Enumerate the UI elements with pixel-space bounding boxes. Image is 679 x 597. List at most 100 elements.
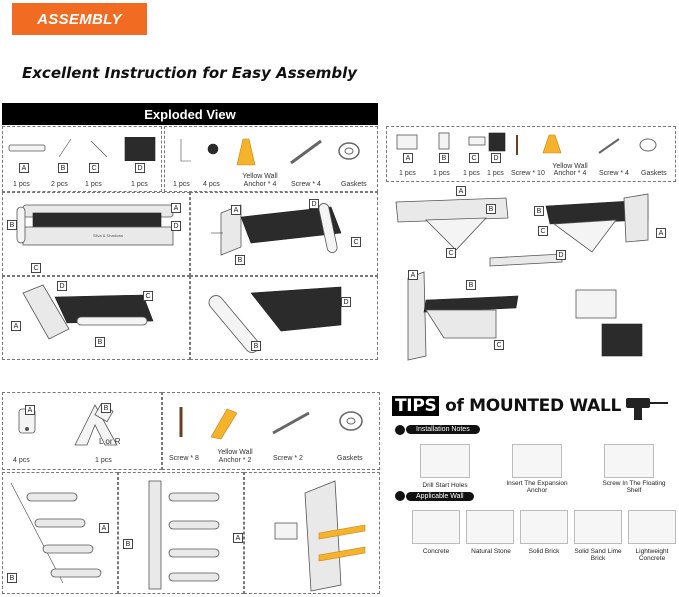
bracket-hardware-illustration — [179, 407, 363, 440]
applicable-wall-pill: Applicable Wall — [406, 492, 474, 501]
hex-key-qty: 1 pcs — [173, 181, 190, 188]
bracket-screw2: Screw * 2 — [273, 455, 303, 462]
right-qty-c: 1 pcs — [463, 170, 480, 177]
callout-c-3: C — [143, 291, 153, 301]
hardware-panel: 1 pcs 4 pcs Yellow Wall Anchor * 4 Screw… — [164, 126, 378, 192]
gaskets-label: Gaskets — [341, 181, 367, 188]
bracket-diagram-1: A B — [2, 472, 118, 594]
right-letter-c: C — [469, 153, 479, 163]
wall-lightweight-tile — [628, 510, 676, 544]
diagram-step-4: B D — [190, 276, 378, 360]
bracket-qty-a: 4 pcs — [13, 457, 30, 464]
wall-sandlime-label: Solid Sand Lime Brick — [574, 548, 622, 562]
callout-c: C — [31, 263, 41, 273]
wall-lightweight-label: Lightweight Concrete — [635, 548, 669, 562]
wall-concrete-tile — [412, 510, 460, 544]
right-letter-a: A — [403, 153, 413, 163]
bracket-diagram-2: B A — [118, 472, 244, 594]
step-drill-label: Drill Start Holes — [422, 482, 468, 489]
brand-mark: Silva & Shadows — [93, 233, 123, 238]
step-screw-label: Screw In The Floating Shelf — [602, 480, 666, 494]
bracket-diagram-3 — [244, 472, 380, 594]
diagram-step-2: A D C B — [190, 192, 378, 276]
wall-stone-label: Natural Stone — [471, 548, 511, 555]
right-callout-b-2: B — [534, 206, 544, 216]
tips-title: TIPS of MOUNTED WALL — [392, 396, 621, 416]
wall-rail-illustration — [148, 480, 220, 590]
stair-shelf-illustration — [10, 482, 102, 584]
right-callout-d-2: D — [556, 250, 566, 260]
wrench-icon — [395, 425, 405, 435]
right-gaskets: Gaskets — [641, 170, 667, 177]
wall-icon — [395, 491, 405, 501]
tips-title-rest: of MOUNTED WALL — [445, 396, 622, 416]
bracket-illustration — [18, 403, 118, 446]
right-callout-a-2: A — [656, 228, 666, 238]
parts-list-panel: A B C D 1 pcs 2 pcs 1 pcs 1 pcs — [2, 126, 162, 192]
bracket-letter-b: B — [101, 403, 111, 413]
bracket-hardware-panel: Screw * 8 Yellow Wall Anchor * 2 Screw *… — [162, 392, 380, 470]
wall-brick-label: Solid Brick — [528, 548, 560, 555]
right-parts-panel: A B C D 1 pcs 1 pcs 1 pcs 1 pcs Screw * … — [386, 126, 676, 182]
step-drill-tile — [420, 444, 470, 478]
part-letter-b: B — [58, 163, 68, 173]
callout-d-2: D — [309, 199, 319, 209]
installation-notes-pill: Installation Notes — [406, 425, 480, 434]
right-callout-c-3: C — [494, 340, 504, 350]
diagram-step-1: Silva & Shadows B C A D — [2, 192, 190, 276]
callout-b-4: B — [251, 341, 261, 351]
right-callout-c-1: C — [446, 248, 456, 258]
step-anchor-label: Insert The Expansion Anchor — [506, 480, 568, 494]
right-diagrams: A B C B C A D A B C — [386, 184, 676, 366]
right-anchor: Yellow Wall Anchor * 4 — [552, 163, 588, 177]
callout-c-2: C — [351, 237, 361, 247]
part-qty-c: 1 pcs — [85, 181, 102, 188]
callout-b-2: B — [235, 255, 245, 265]
diagram-step-3: D C A B — [2, 276, 190, 360]
anchor-install-illustration — [274, 480, 366, 592]
right-shelf-illustrations — [395, 193, 649, 361]
callout-b-3: B — [95, 337, 105, 347]
callout-a-2: A — [231, 205, 241, 215]
callout-b: B — [7, 220, 17, 230]
right-callout-b-1: B — [486, 204, 496, 214]
drill-icon — [626, 398, 668, 420]
part-qty-d: 1 pcs — [131, 181, 148, 188]
bracket-gaskets: Gaskets — [337, 455, 363, 462]
tips-title-word: TIPS — [392, 396, 440, 416]
bracket-letter-a: A — [25, 405, 35, 415]
right-callout-b-3: B — [466, 280, 476, 290]
callout-d-3: D — [57, 281, 67, 291]
bracket-parts-panel: A B L or R 4 pcs 1 pcs — [2, 392, 162, 470]
exploded-view-title: Exploded View — [2, 103, 378, 125]
stair-callout-a: A — [99, 523, 109, 533]
right-qty-d: 1 pcs — [487, 170, 504, 177]
hardware-illustration — [180, 138, 360, 166]
callout-a-3: A — [11, 321, 21, 331]
right-screw10: Screw * 10 — [511, 170, 545, 177]
part-qty-a: 1 pcs — [13, 181, 30, 188]
part-qty-b: 2 pcs — [51, 181, 68, 188]
screw-label: Screw * 4 — [291, 181, 321, 188]
wall-concrete-label: Concrete — [422, 548, 450, 555]
stair-callout-b: B — [7, 573, 17, 583]
shelf-side-illustration — [22, 284, 154, 340]
callout-d-4: D — [341, 297, 351, 307]
right-parts-illustration — [396, 132, 657, 155]
wall-stone-tile — [466, 510, 514, 544]
callout-a: A — [171, 203, 181, 213]
right-letter-b: B — [439, 153, 449, 163]
bracket-side-label: L or R — [99, 437, 121, 446]
right-qty-a: 1 pcs — [399, 170, 416, 177]
step-anchor-tile — [512, 444, 562, 478]
part-letter-c: C — [89, 163, 99, 173]
shelf-angled-illustration — [211, 203, 342, 256]
rod-fabric-illustration — [208, 286, 342, 353]
right-letter-d: D — [491, 153, 501, 163]
rail-callout-b: B — [123, 539, 133, 549]
wall-brick-tile — [520, 510, 568, 544]
right-callout-c-2: C — [538, 226, 548, 236]
wall-sandlime-tile — [574, 510, 622, 544]
parts-illustration — [8, 137, 156, 161]
rail-callout-a: A — [233, 533, 243, 543]
